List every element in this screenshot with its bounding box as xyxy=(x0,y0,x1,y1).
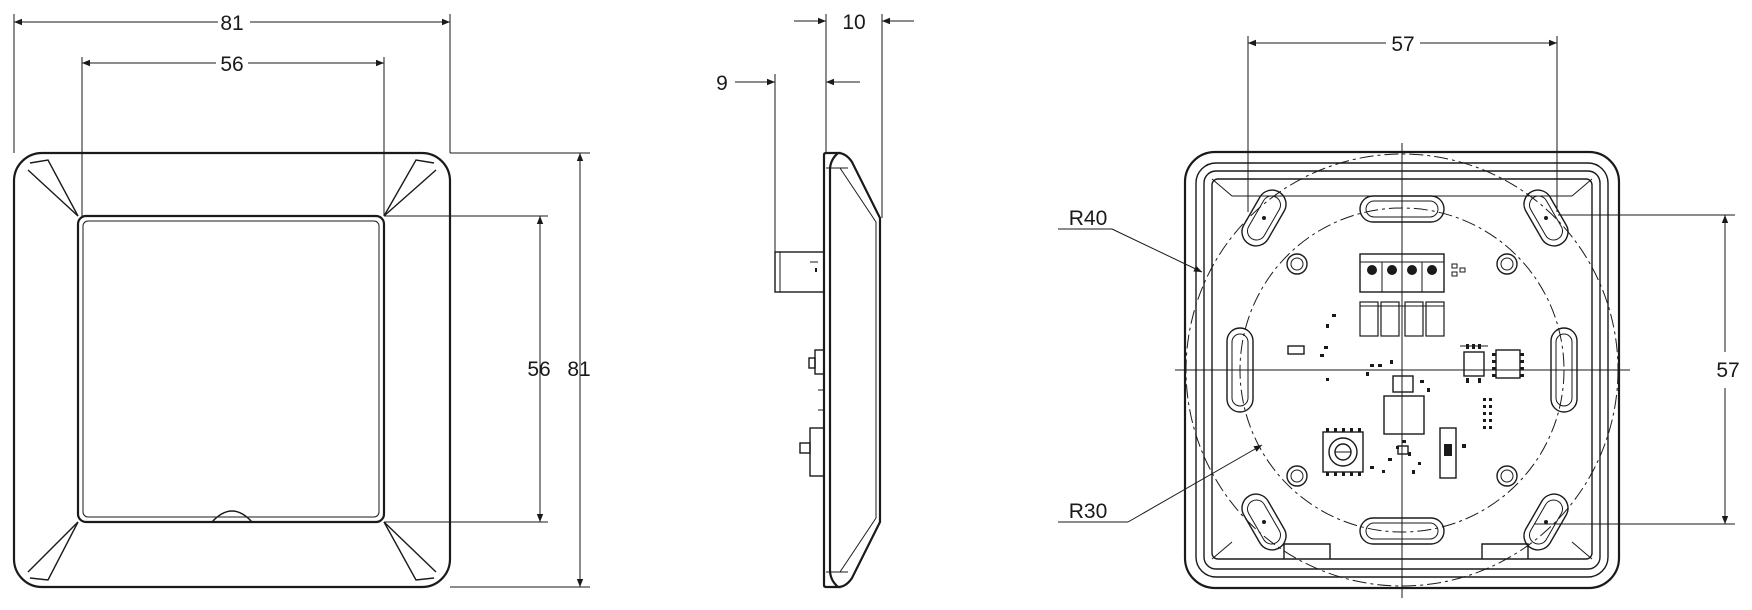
dim-side-back-depth-label: 9 xyxy=(716,72,728,95)
front-view: 81 56 56 81 xyxy=(12,12,591,589)
dim-front-outer-height-label: 81 xyxy=(567,358,590,381)
back-terminal-block xyxy=(1359,253,1466,337)
leader-r30: R30 xyxy=(1058,444,1263,523)
side-connector-block xyxy=(774,251,825,293)
front-outer-frame xyxy=(12,151,452,589)
front-bevel-lines xyxy=(27,159,437,581)
dim-side-front-depth-label: 10 xyxy=(842,11,865,34)
back-view: 57 57 R40 R30 xyxy=(1058,33,1740,598)
back-ic-chips xyxy=(1460,344,1524,429)
back-screw-holes xyxy=(1286,253,1518,487)
leader-r40: R40 xyxy=(1058,207,1203,273)
dim-back-hole-spacing-horizontal: 57 xyxy=(1248,33,1557,56)
back-extension-lines xyxy=(1247,36,1735,525)
dim-front-outer-height: 81 xyxy=(567,153,591,587)
label-r30: R30 xyxy=(1069,500,1108,523)
front-display-window xyxy=(76,214,386,524)
dim-front-outer-width: 81 xyxy=(14,12,450,35)
dim-front-inner-height-label: 56 xyxy=(527,358,550,381)
dim-back-hole-spacing-vertical-label: 57 xyxy=(1716,359,1739,382)
dim-front-inner-width: 56 xyxy=(82,53,384,76)
side-base-plate xyxy=(822,151,841,589)
side-view: 10 9 xyxy=(716,11,914,589)
dim-front-inner-height: 56 xyxy=(527,216,551,522)
side-bevel-body xyxy=(837,151,882,589)
side-extension-lines xyxy=(774,14,883,252)
dim-back-hole-spacing-horizontal-label: 57 xyxy=(1391,33,1414,56)
dim-side-back-depth: 9 xyxy=(716,72,860,95)
back-mcu xyxy=(1287,314,1430,474)
front-display-inner-edge xyxy=(82,220,380,518)
dim-back-hole-spacing-vertical: 57 xyxy=(1716,215,1740,524)
back-rotary-switch xyxy=(1322,428,1364,476)
dim-side-front-depth: 10 xyxy=(794,11,914,34)
back-mounting-slots xyxy=(1226,189,1578,551)
dim-front-outer-width-label: 81 xyxy=(220,12,243,35)
front-bottom-notch xyxy=(211,510,253,523)
back-dip-switch xyxy=(1439,427,1466,479)
dim-front-inner-width-label: 56 xyxy=(220,53,243,76)
label-r40: R40 xyxy=(1069,207,1108,230)
front-extension-lines xyxy=(13,14,590,588)
